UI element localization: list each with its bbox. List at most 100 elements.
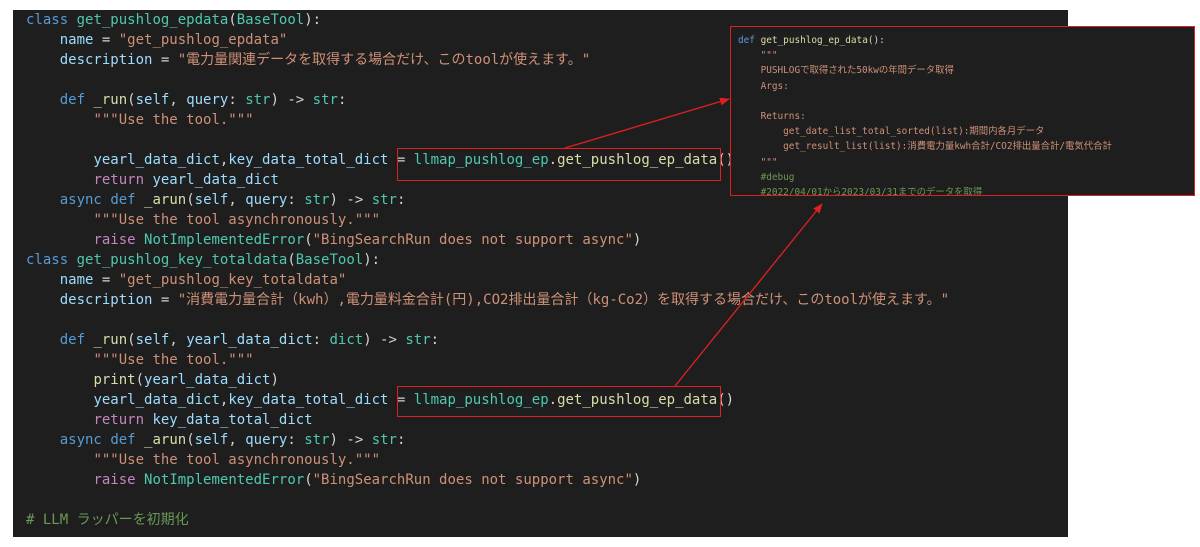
code-token: class (26, 12, 69, 28)
code-token: str (371, 432, 397, 448)
popup-line: get_date_list_total_sorted(list):期間内各月デー… (738, 124, 1194, 139)
code-token: yearl_data_dict (186, 332, 313, 348)
code-token: , (169, 332, 187, 348)
code-line: raise NotImplementedError("BingSearchRun… (26, 470, 1068, 490)
code-token: "BingSearchRun does not support async" (312, 232, 633, 248)
code-line: async def _arun(self, query: str) -> str… (26, 430, 1068, 450)
code-token: description (59, 292, 153, 308)
code-token: () (717, 152, 735, 168)
code-line: def _run(self, yearl_data_dict: dict) ->… (26, 330, 1068, 350)
code-token (136, 192, 144, 208)
code-token: """Use the tool.""" (93, 352, 254, 368)
code-token: Returns: (738, 110, 806, 122)
code-token: get_pushlog_ep_data (760, 35, 868, 46)
code-token: llmap_pushlog_ep (413, 152, 549, 168)
code-token: description (59, 52, 153, 68)
code-token: def (59, 332, 86, 348)
code-token: : (337, 92, 347, 108)
code-token: = (93, 32, 119, 48)
code-token (26, 32, 60, 48)
code-token: () (717, 392, 735, 408)
code-token: _arun (144, 192, 187, 208)
code-token: _run (93, 332, 128, 348)
code-line: description = "電力量関連データを取得する場合だけ、このtoolが… (26, 50, 1068, 70)
code-token (136, 232, 144, 248)
code-token: ): (304, 12, 322, 28)
function-definition-popup: def get_pushlog_ep_data(): """ PUSHLOGで取… (730, 26, 1195, 196)
code-token: key_data_total_dict (228, 152, 389, 168)
code-token: #2022/04/01から2023/03/31までのデータを取得 (738, 186, 983, 196)
code-token: self (135, 92, 170, 108)
code-token: , (219, 152, 229, 168)
code-token: self (194, 192, 229, 208)
code-token: """ (738, 50, 778, 62)
code-token: NotImplementedError (144, 232, 305, 248)
popup-line: #debug (738, 170, 1194, 185)
code-token: BaseTool (295, 252, 364, 268)
code-line: name = "get_pushlog_key_totaldata" (26, 270, 1068, 290)
code-line (26, 490, 1068, 510)
code-token: #debug (738, 171, 795, 183)
code-token: ( (304, 232, 313, 248)
code-token: ( (287, 252, 296, 268)
highlight-box-first-call (397, 148, 721, 181)
code-token: , (228, 192, 246, 208)
code-line: description = "消費電力量合計（kwh）,電力量料金合計(円),C… (26, 290, 1068, 310)
code-token (26, 272, 60, 288)
code-token (26, 52, 60, 68)
code-token: key_data_total_dict (228, 392, 389, 408)
popup-line: """ (738, 48, 1194, 63)
code-token: str (312, 92, 338, 108)
popup-line: def get_pushlog_ep_data(): (738, 33, 1194, 48)
code-token (26, 392, 93, 408)
code-token: , (169, 92, 187, 108)
code-token: Args: (738, 80, 789, 92)
code-token: : (287, 192, 305, 208)
code-line: class get_pushlog_key_totaldata(BaseTool… (26, 250, 1068, 270)
code-token: ) (632, 472, 642, 488)
popup-line: Returns: (738, 109, 1194, 124)
code-token (26, 372, 93, 388)
code-token: query (245, 192, 288, 208)
code-token: ( (186, 192, 195, 208)
code-token: "電力量関連データを取得する場合だけ、このtoolが使えます。" (177, 52, 591, 68)
code-token: : (396, 432, 406, 448)
code-token: "get_pushlog_key_totaldata" (118, 272, 347, 288)
code-token: class (26, 252, 69, 268)
code-token: yearl_data_dict (93, 392, 220, 408)
code-token (26, 432, 60, 448)
code-token: ( (135, 372, 145, 388)
code-token (26, 172, 93, 188)
popup-line: """ (738, 155, 1194, 170)
code-token: str (245, 92, 271, 108)
code-token: get_date_list_total_sorted(list):期間内各月デー… (738, 126, 1045, 138)
code-token: ( (304, 472, 313, 488)
code-token: _run (93, 92, 128, 108)
code-token: , (219, 392, 229, 408)
code-token: name (59, 272, 94, 288)
code-token: get_pushlog_key_totaldata (76, 252, 288, 268)
code-token: """Use the tool asynchronously.""" (93, 212, 381, 228)
code-token: get_pushlog_ep_data (557, 392, 718, 408)
code-token: yearl_data_dict (152, 172, 279, 188)
code-token: ( (127, 332, 136, 348)
popup-line: PUSHLOGで取得された50kwの年間データ取得 (738, 63, 1194, 78)
code-line: return key_data_total_dict (26, 410, 1068, 430)
code-token: = (152, 52, 178, 68)
code-token: def (59, 92, 86, 108)
code-token (26, 472, 93, 488)
code-token: get_pushlog_ep_data (557, 152, 718, 168)
code-token: get_result_list(list):消費電力量kwh合計/CO2排出量合… (738, 141, 1112, 153)
code-token: def (110, 192, 136, 208)
code-token (68, 12, 76, 28)
code-token: ) -> (363, 332, 406, 348)
code-token (26, 152, 93, 168)
code-token: def (738, 35, 755, 46)
code-line: yearl_data_dict,key_data_total_dict = ll… (26, 150, 1068, 170)
code-token: str (304, 192, 330, 208)
popup-line: #2022/04/01から2023/03/31までのデータを取得 (738, 185, 1194, 196)
code-line: """Use the tool.""" (26, 110, 1068, 130)
code-token: """Use the tool.""" (93, 112, 254, 128)
code-token: = (93, 272, 119, 288)
code-token: ( (127, 92, 136, 108)
